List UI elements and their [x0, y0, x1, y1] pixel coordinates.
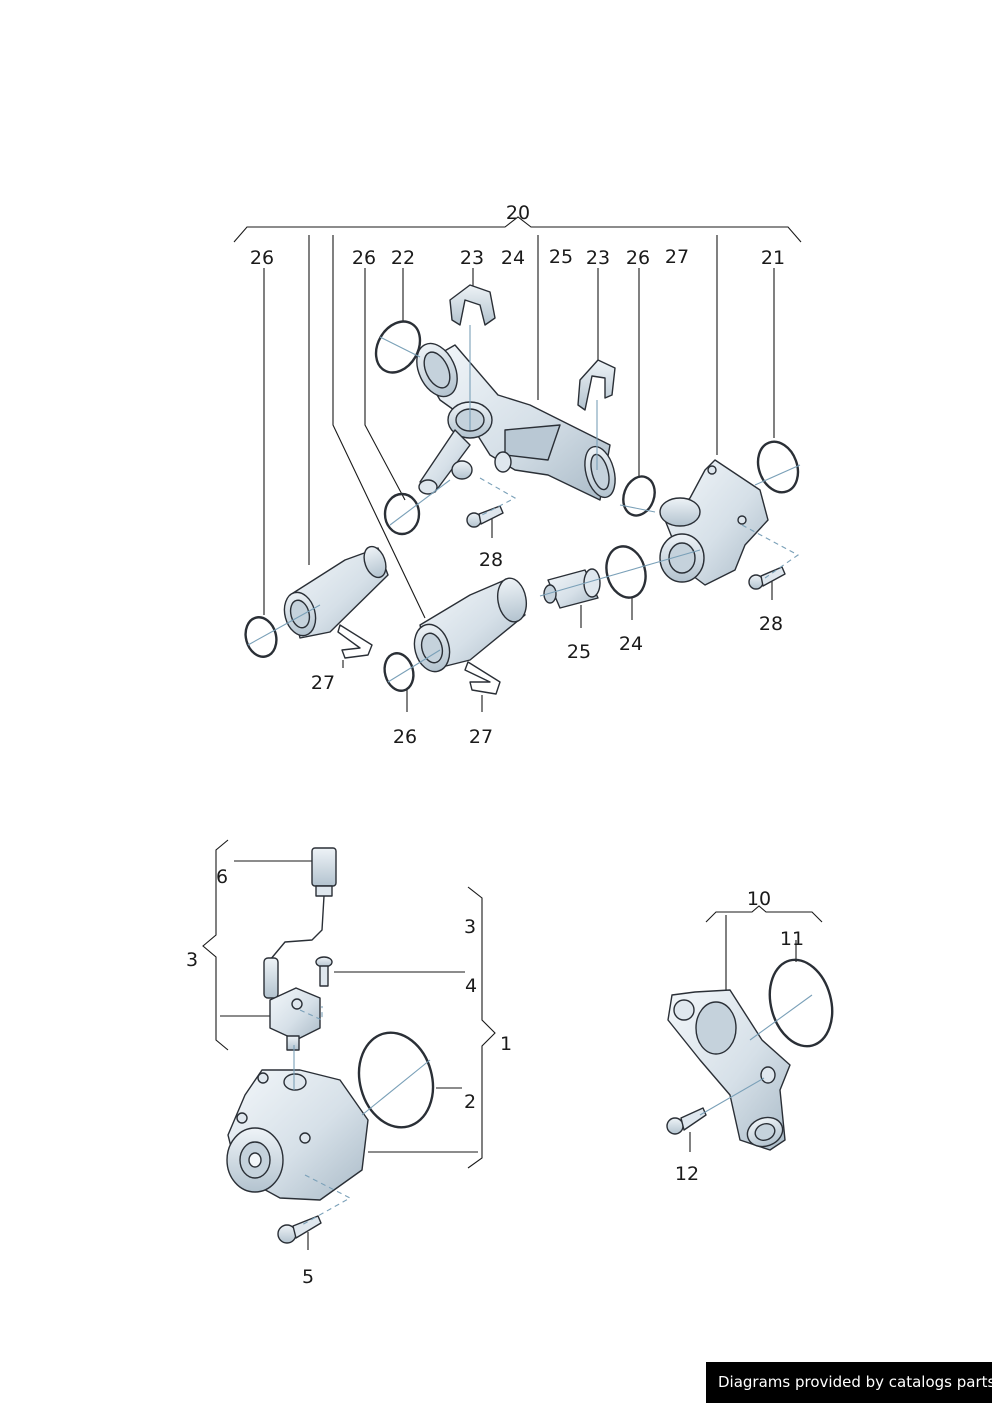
- clip-23-b: [577, 359, 616, 411]
- o-ring-26-b: [622, 475, 656, 517]
- callout-11: 11: [780, 928, 804, 950]
- clip-27-b: [464, 661, 501, 695]
- o-ring-26-a: [383, 492, 421, 536]
- thermostat-25: [543, 568, 601, 609]
- callout-24: 24: [619, 633, 643, 655]
- o-ring-26-c: [244, 616, 278, 658]
- screw-28-b: [748, 566, 786, 590]
- thermostat-housing: [659, 459, 769, 586]
- callout-1: 1: [500, 1033, 512, 1055]
- lower-left-leaders: [220, 860, 478, 1250]
- hose-connector-left: [283, 545, 389, 639]
- o-ring-2: [357, 1031, 435, 1129]
- hose-connector-middle: [413, 577, 528, 673]
- brace-3-left: [202, 839, 229, 1051]
- clip-27-a: [337, 624, 373, 659]
- o-ring-11: [768, 958, 834, 1048]
- lower-left-callouts: 6 3 3 4 1 2 5: [186, 866, 512, 1288]
- coolant-flange-10: [667, 989, 791, 1151]
- callout-27: 27: [665, 246, 689, 268]
- callout-22: 22: [391, 247, 415, 269]
- bolt-5: [277, 1215, 322, 1244]
- coolant-temp-sensor: [269, 987, 321, 1051]
- screw-4: [315, 956, 333, 987]
- callout-3: 3: [186, 949, 198, 971]
- callout-28: 28: [479, 549, 503, 571]
- callout-23: 23: [460, 247, 484, 269]
- upper-axes: [247, 325, 801, 683]
- callout-4: 4: [465, 975, 477, 997]
- coolant-pipe-tee: [416, 342, 616, 501]
- callout-5: 5: [302, 1266, 314, 1288]
- callout-10: 10: [747, 888, 771, 910]
- callout-27: 27: [469, 726, 493, 748]
- callout-25: 25: [549, 246, 573, 268]
- clip-23-a: [449, 284, 496, 326]
- callout-24: 24: [501, 247, 525, 269]
- callout-20: 20: [506, 202, 530, 224]
- sensor-connector-6: [263, 847, 337, 999]
- callout-28: 28: [759, 613, 783, 635]
- callout-12: 12: [675, 1163, 699, 1185]
- screw-28-a: [466, 505, 504, 528]
- callout-23: 23: [586, 247, 610, 269]
- group-bracket-10: [705, 905, 823, 923]
- o-ring-24: [605, 545, 647, 599]
- callout-25: 25: [567, 641, 591, 663]
- callout-26: 26: [393, 726, 417, 748]
- callout-6: 6: [216, 866, 228, 888]
- lower-right-leaders: [689, 915, 797, 1152]
- callout-3: 3: [464, 916, 476, 938]
- lower-left-axes: [293, 1006, 431, 1227]
- o-ring-21: [756, 440, 800, 494]
- callout-26: 26: [352, 247, 376, 269]
- lower-right-callouts: 10 11 12: [675, 888, 804, 1185]
- screw-12: [666, 1107, 707, 1135]
- callout-21: 21: [761, 247, 785, 269]
- water-pump-housing: [226, 1069, 369, 1201]
- upper-callouts: 20 26 26 22 23 24 25 23 26 27 21 28 28 2…: [250, 202, 785, 748]
- callout-26: 26: [250, 247, 274, 269]
- brace-1-right: [467, 886, 496, 1169]
- callout-2: 2: [464, 1091, 476, 1113]
- lower-right-axes: [699, 994, 813, 1116]
- callout-27: 27: [311, 672, 335, 694]
- group-bracket-20: [233, 216, 802, 243]
- footer-credit: Diagrams provided by catalogs parts: [706, 1362, 992, 1403]
- o-ring-26-d: [383, 652, 415, 692]
- upper-leaders: [263, 235, 775, 712]
- callout-26: 26: [626, 247, 650, 269]
